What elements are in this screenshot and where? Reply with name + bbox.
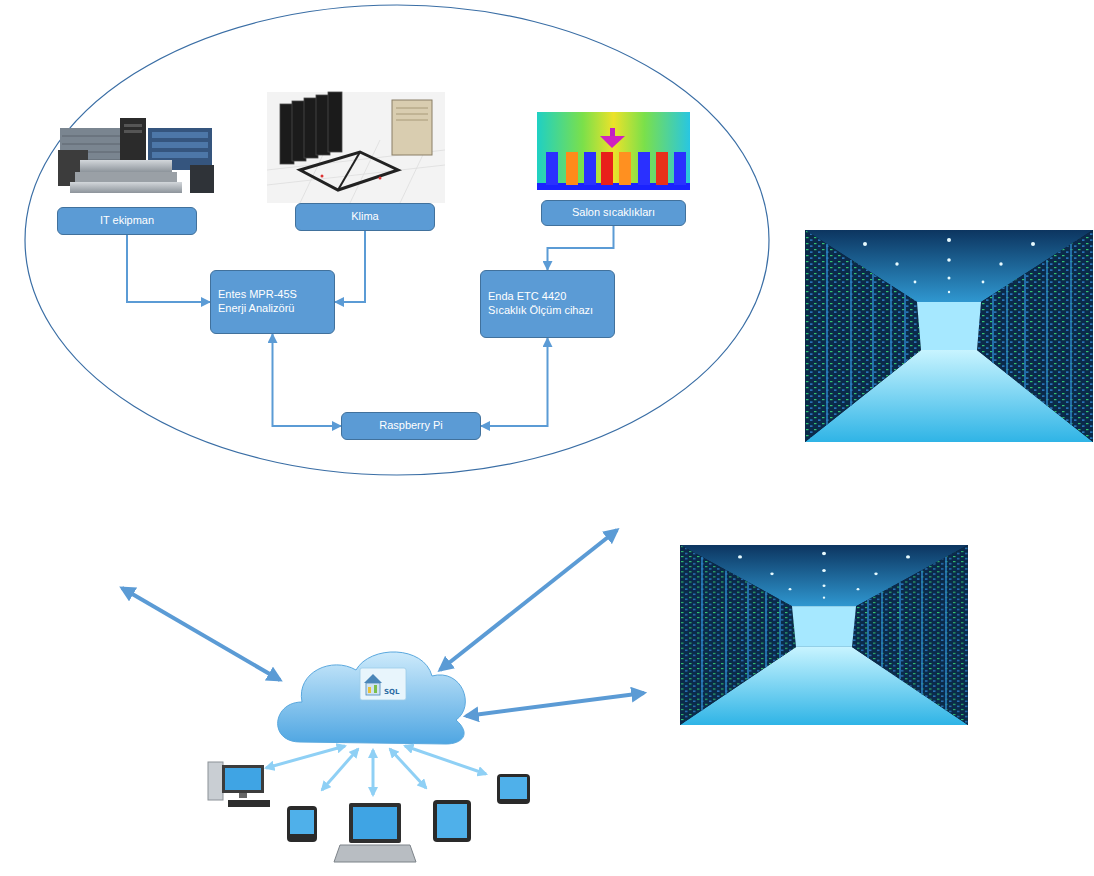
client-devices-part bbox=[208, 762, 223, 800]
thermal-map-picture-part bbox=[656, 152, 668, 185]
device-arrows-part bbox=[405, 746, 486, 774]
air-conditioning-picture-part bbox=[396, 108, 428, 120]
network-arrows-part bbox=[466, 693, 644, 716]
device-arrows-part bbox=[390, 749, 426, 788]
network-arrows-part bbox=[122, 588, 280, 680]
data-center-photo bbox=[680, 545, 968, 725]
cloud-database-part bbox=[368, 687, 371, 693]
device-arrows-part bbox=[266, 746, 345, 768]
air-conditioning-picture bbox=[267, 92, 445, 203]
data-center-photo bbox=[805, 230, 1093, 442]
cloud-database-part bbox=[366, 683, 380, 695]
client-devices-part bbox=[500, 777, 527, 799]
device-arrows bbox=[266, 746, 486, 795]
box-text: IT ekipman bbox=[65, 214, 189, 228]
thermal-map-picture-part bbox=[537, 112, 690, 190]
device-arrows-part bbox=[372, 750, 375, 795]
connector-arrow bbox=[335, 231, 365, 302]
box-text: Raspberry Pi bbox=[349, 419, 473, 433]
client-devices-part bbox=[287, 806, 317, 842]
connector-arrow bbox=[127, 235, 210, 302]
cloud-database bbox=[278, 652, 466, 744]
air-conditioning-picture-part-part bbox=[396, 120, 428, 121]
thermal-map-picture bbox=[537, 112, 690, 190]
air-conditioning-picture-part-part bbox=[396, 114, 428, 115]
air-conditioning-picture-part-part bbox=[350, 140, 380, 203]
air-conditioning-picture-part-part bbox=[396, 108, 428, 109]
air-conditioning-picture-part-part bbox=[328, 92, 342, 152]
client-devices-part bbox=[334, 845, 416, 862]
it-equipment-picture-part bbox=[75, 172, 177, 182]
client-devices-part bbox=[290, 810, 314, 834]
air-conditioning-picture-part bbox=[321, 175, 324, 178]
it-equipment-picture-part bbox=[190, 165, 214, 193]
it-equipment-picture-part bbox=[80, 160, 172, 172]
client-devices-part bbox=[349, 803, 401, 843]
air-conditioning-picture-part bbox=[338, 152, 360, 190]
client-devices-part bbox=[437, 804, 467, 838]
thermal-map-picture-part bbox=[600, 136, 625, 148]
device-arrows-part bbox=[322, 749, 358, 790]
process-box: Enda ETC 4420 Sıcaklık Ölçüm cihazı bbox=[480, 270, 615, 338]
client-devices-part bbox=[239, 793, 247, 798]
box-text: Klima bbox=[303, 210, 427, 224]
client-devices bbox=[208, 762, 530, 862]
it-equipment-picture-part bbox=[152, 142, 208, 148]
process-box: Klima bbox=[295, 203, 435, 231]
system-boundary bbox=[25, 5, 769, 475]
it-equipment-picture-part bbox=[152, 132, 208, 138]
it-equipment-picture-part bbox=[70, 182, 182, 193]
it-equipment-picture-part bbox=[124, 130, 142, 133]
air-conditioning-picture-part bbox=[300, 152, 398, 190]
thermal-map-picture-part bbox=[638, 152, 650, 185]
client-devices-part bbox=[225, 768, 261, 790]
process-box: IT ekipman bbox=[57, 207, 197, 235]
it-equipment-picture-part bbox=[124, 124, 142, 127]
thermal-map-picture-part bbox=[619, 152, 631, 185]
thermal-map-picture-part bbox=[610, 128, 615, 136]
it-equipment-picture bbox=[58, 118, 214, 193]
connector-arrow bbox=[273, 334, 342, 426]
connector-arrow bbox=[481, 338, 548, 426]
client-devices-part bbox=[228, 800, 270, 807]
thermal-map-picture-part bbox=[601, 152, 613, 185]
box-text: Salon sıcaklıkları bbox=[549, 206, 678, 220]
cloud-database-part bbox=[360, 668, 406, 700]
client-devices-part bbox=[433, 800, 471, 842]
air-conditioning-picture-part bbox=[280, 92, 342, 164]
cloud-database-part bbox=[278, 652, 466, 744]
air-conditioning-picture-part bbox=[379, 177, 382, 180]
thermal-map-picture-part bbox=[584, 152, 596, 185]
it-equipment-picture-part-part bbox=[62, 144, 120, 145]
thermal-map-picture-part bbox=[546, 152, 558, 185]
process-box: Raspberry Pi bbox=[341, 412, 481, 440]
box-text: Enda ETC 4420 Sıcaklık Ölçüm cihazı bbox=[488, 290, 607, 318]
connector-arrow bbox=[548, 226, 614, 270]
client-devices-part bbox=[222, 765, 264, 793]
network-arrows-part bbox=[440, 530, 617, 670]
network-arrows bbox=[122, 530, 644, 716]
icon-label: SQL bbox=[384, 689, 399, 696]
it-equipment-picture-part bbox=[152, 152, 208, 158]
thermal-map-picture-part bbox=[674, 152, 686, 185]
client-devices-part bbox=[497, 774, 530, 804]
air-conditioning-picture-part-part bbox=[267, 165, 445, 185]
box-text: Entes MPR-45S Enerji Analizörü bbox=[218, 288, 327, 316]
process-box: Entes MPR-45S Enerji Analizörü bbox=[210, 270, 335, 334]
thermal-map-picture-part bbox=[566, 152, 578, 185]
cloud-database-part bbox=[364, 674, 382, 683]
it-equipment-picture-part-part bbox=[62, 136, 120, 137]
air-conditioning-picture-part bbox=[392, 100, 432, 155]
air-conditioning-picture-part bbox=[267, 92, 445, 203]
cloud-database-part bbox=[374, 685, 377, 693]
client-devices-part bbox=[353, 807, 397, 839]
process-box: Salon sıcaklıkları bbox=[541, 200, 686, 226]
